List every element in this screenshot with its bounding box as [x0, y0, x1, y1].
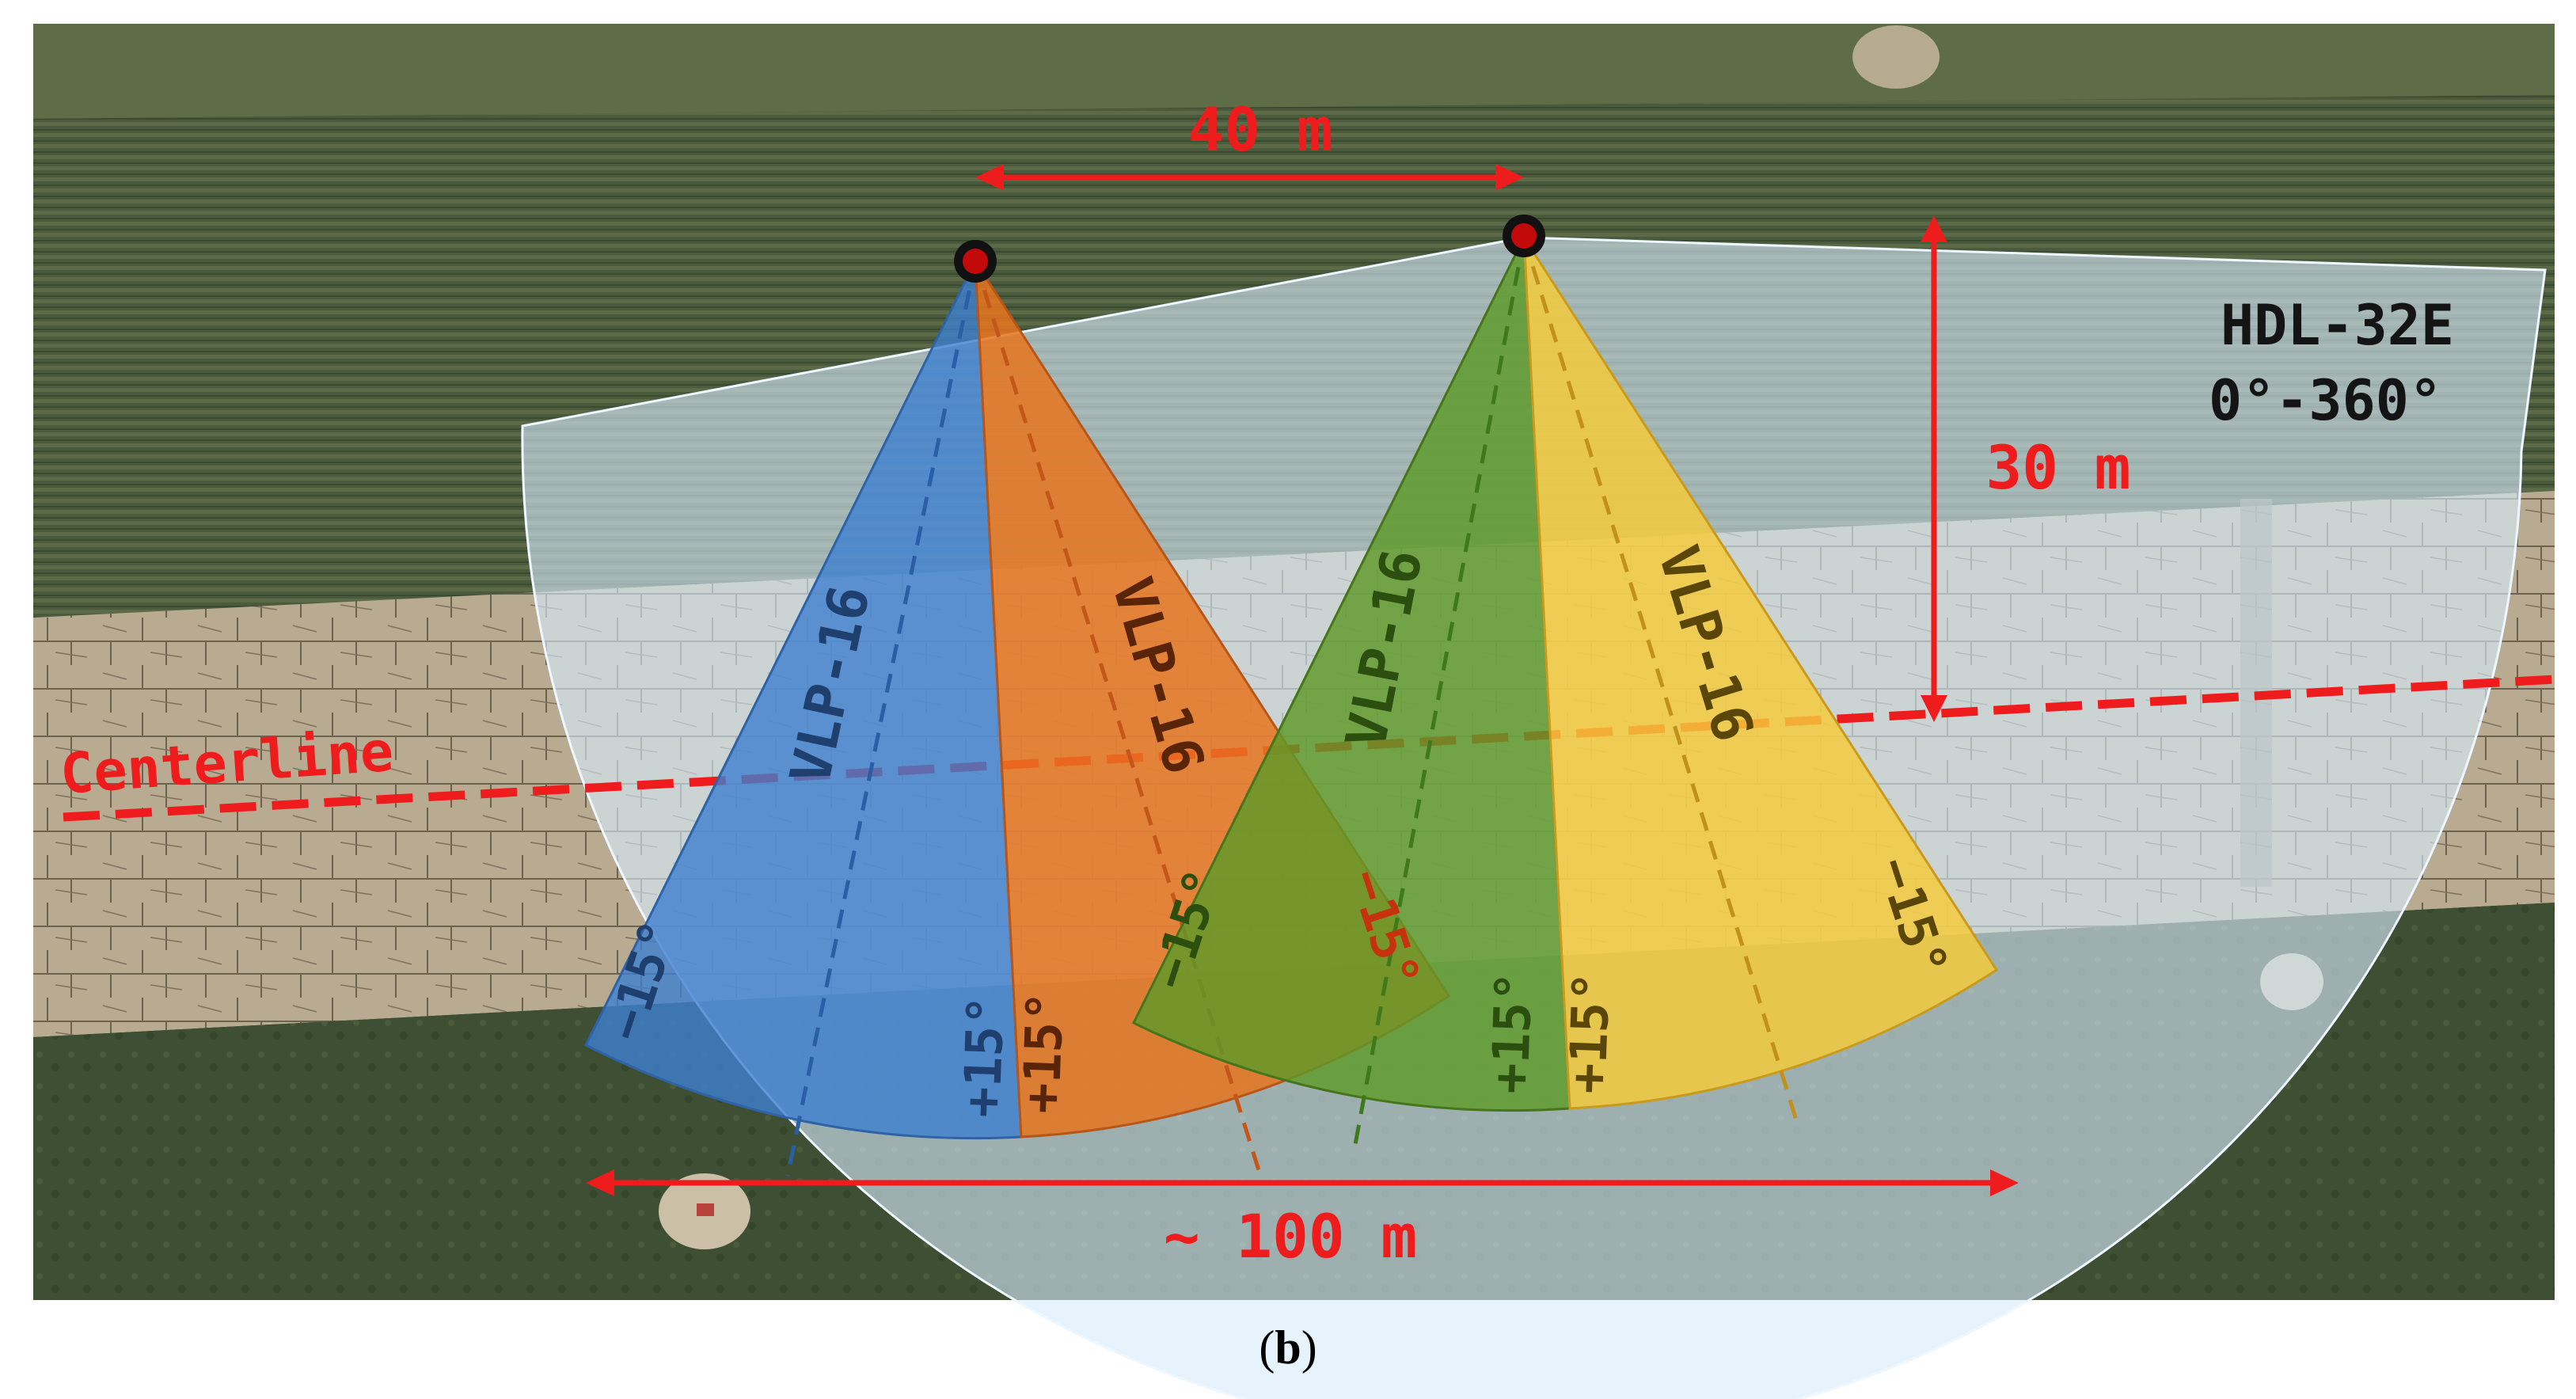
offset-label: 30 m [1985, 432, 2130, 503]
ground-structure [1852, 25, 1940, 89]
coverage-dimension-arrow [586, 1169, 2019, 1196]
spacing-label: 40 m [1187, 94, 1332, 165]
orange-plus-15-label: +15° [1013, 990, 1075, 1115]
vlp-16-green-coverage [1131, 233, 1571, 1112]
green-plus-15-label: +15° [1481, 971, 1544, 1095]
vlp-16-blue-axis [785, 260, 978, 1177]
vlp-16-yellow-axis [1522, 237, 1799, 1123]
figure-caption: (b) [1259, 1321, 1316, 1374]
left-sensor-marker [954, 240, 997, 283]
hdl-32e-fov-label: 0°-360° [2209, 368, 2442, 433]
caption-letter: b [1275, 1321, 1301, 1374]
offset-dimension-arrow [1921, 215, 1947, 722]
right-sensor-marker [1503, 215, 1545, 257]
spacing-dimension-arrow [975, 164, 1524, 191]
yellow-plus-15-label: +15° [1559, 971, 1621, 1095]
vlp-16-green-axis [1351, 237, 1526, 1154]
hdl-32e-label: HDL-32E [2221, 293, 2454, 358]
coverage-label: ~ 100 m [1164, 1201, 1417, 1272]
vlp-16-yellow-coverage [1522, 233, 1999, 1110]
blue-plus-15-label: +15° [953, 994, 1016, 1119]
